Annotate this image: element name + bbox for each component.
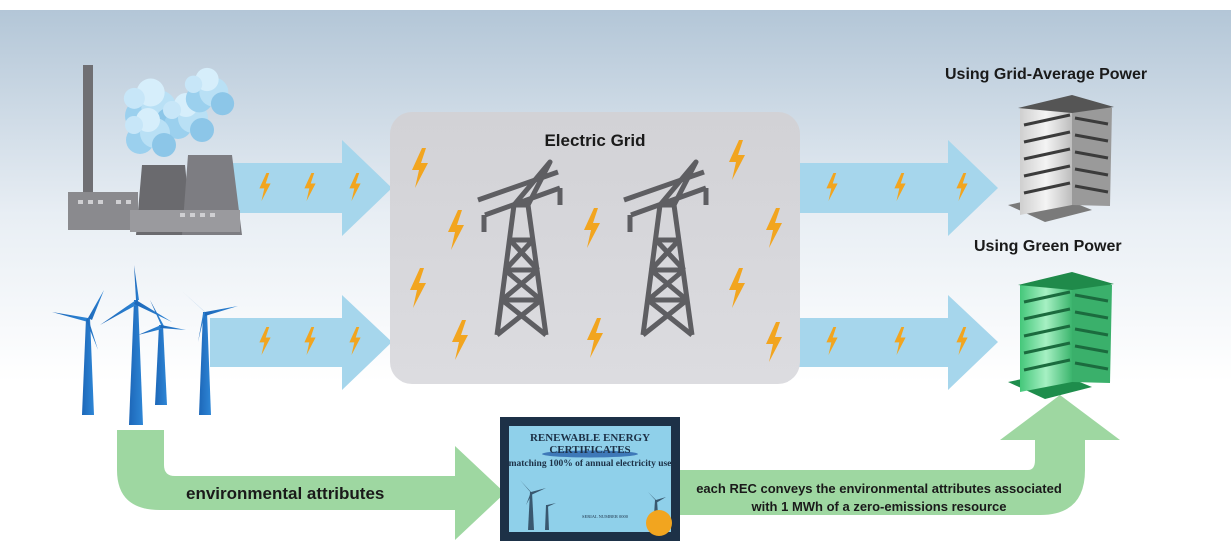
wind-turbine-icon bbox=[52, 265, 238, 425]
certificate-body: matching 100% of annual electricity use bbox=[508, 459, 672, 469]
electric-grid-title: Electric Grid bbox=[544, 131, 646, 150]
wind-to-grid-arrow bbox=[210, 295, 392, 390]
seal-icon bbox=[646, 510, 672, 536]
grid-to-green-building-arrow bbox=[798, 295, 998, 390]
environmental-attributes-label: environmental attributes bbox=[186, 484, 385, 503]
smokestack bbox=[83, 65, 93, 205]
transmission-tower-icon bbox=[477, 159, 563, 337]
office-building-icon bbox=[1008, 272, 1114, 399]
rec-description: each REC conveys the environmental attri… bbox=[696, 481, 1062, 514]
transmission-tower-icon bbox=[623, 159, 709, 337]
power-plant-icon bbox=[68, 65, 242, 235]
certificate-serial: SERIAL NUMBER 0000 bbox=[581, 514, 629, 519]
certificate-title: RENEWABLE ENERGY CERTIFICATES bbox=[529, 432, 651, 456]
green-power-label: Using Green Power bbox=[974, 238, 1122, 255]
office-building-icon bbox=[1008, 95, 1114, 222]
environmental-attributes-arrow bbox=[117, 430, 505, 540]
electric-grid-box bbox=[390, 112, 800, 384]
power-plant-to-grid-arrow bbox=[210, 140, 392, 236]
rec-to-green-building-arrow bbox=[676, 395, 1120, 515]
environmental-attribute-flow bbox=[117, 395, 1120, 540]
certificate-icon bbox=[500, 417, 680, 541]
grid-average-power-label: Using Grid-Average Power bbox=[945, 66, 1148, 83]
